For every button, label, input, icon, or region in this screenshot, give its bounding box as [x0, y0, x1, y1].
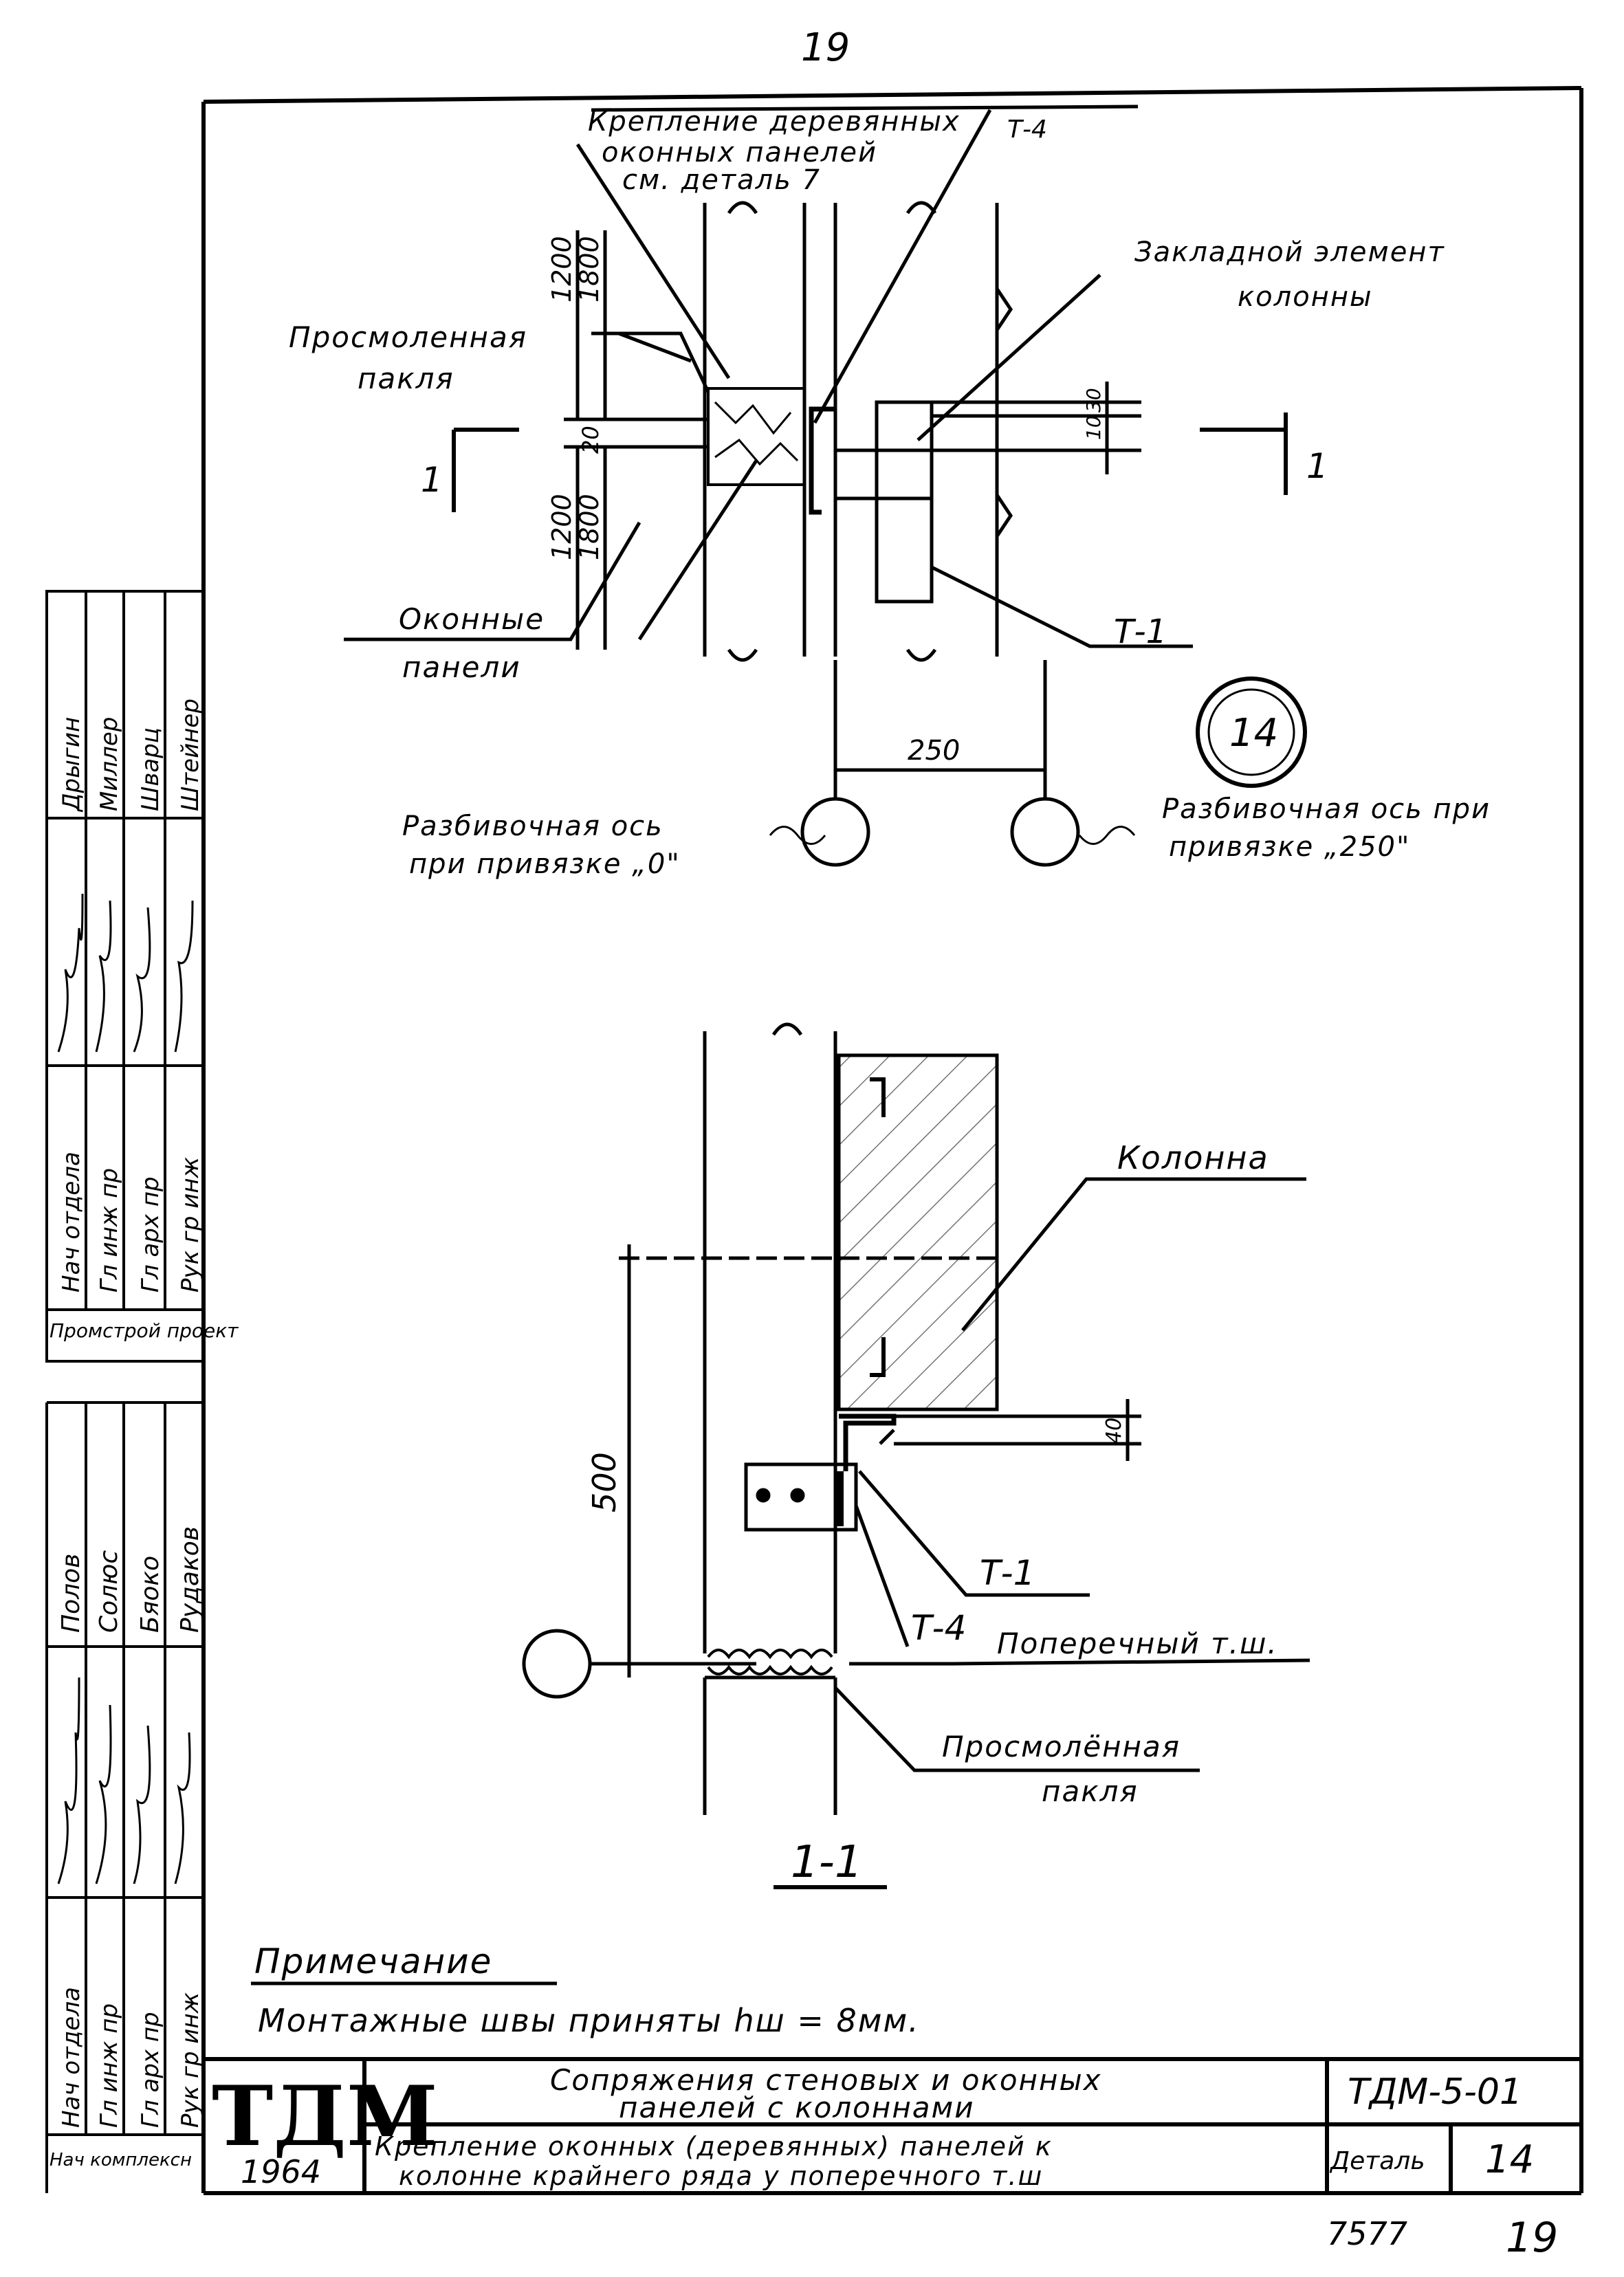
- footer-sheet-code: 7577: [1327, 2215, 1407, 2252]
- section-mark-left: [452, 428, 519, 512]
- callout-wood-fastening: Крепление деревянных: [588, 106, 961, 138]
- svg-text:привязке „250": привязке „250": [1169, 831, 1410, 863]
- break-mark: [906, 648, 937, 662]
- angle-t1: [809, 406, 835, 515]
- break-mark: [995, 494, 1013, 538]
- callout-tow-top: Просмоленная: [289, 320, 527, 354]
- section-mark-right-label: 1: [1306, 446, 1328, 486]
- axis-label-250: Разбивочная ось при: [1162, 793, 1491, 825]
- callout-column: Колонна: [1117, 1139, 1269, 1176]
- dim-40: 40: [1102, 1418, 1126, 1444]
- svg-text:пакля: пакля: [358, 362, 454, 395]
- svg-text:Нач отдела: Нач отдела: [58, 1152, 85, 1292]
- stamp-signatures-top: [57, 893, 194, 1053]
- title-block: [204, 2057, 1581, 2193]
- svg-text:Миллер: Миллер: [96, 717, 123, 811]
- title-detail-no: 14: [1485, 2137, 1534, 2182]
- angle-t1-section: [839, 1414, 897, 1471]
- svg-text:панели: панели: [402, 650, 521, 684]
- svg-text:Гл инж пр: Гл инж пр: [96, 1168, 123, 1292]
- title-code: ТДМ-5-01: [1348, 2071, 1522, 2113]
- note-title: Примечание: [254, 1942, 492, 1981]
- callout-t4-section: Т-4: [911, 1608, 966, 1648]
- svg-text:Рук гр инж: Рук гр инж: [177, 1156, 204, 1292]
- break-mark: [727, 648, 758, 662]
- axis-circle-250: [1010, 797, 1080, 867]
- break-mark: [995, 287, 1013, 331]
- stamp-roles-bottom: Нач отдела Гл инж пр Гл арх пр Рук гр ин…: [58, 1987, 204, 2128]
- svg-text:Нач отдела: Нач отдела: [58, 1987, 85, 2128]
- plate-t4: [744, 1462, 858, 1532]
- svg-text:Гл арх пр: Гл арх пр: [137, 1176, 164, 1292]
- dim-1800-top: 1800: [574, 236, 604, 302]
- embedded-bar: [833, 448, 934, 500]
- section-view: [522, 1022, 1310, 1889]
- stamp-names-bottom: Полов Солюс Бяоко Рудаков: [57, 1526, 204, 1633]
- detail-circle-number: 14: [1229, 711, 1278, 756]
- callout-t4-top: Т-4: [1007, 116, 1047, 144]
- section-title: 1-1: [791, 1837, 863, 1888]
- svg-text:Штейнер: Штейнер: [177, 698, 204, 811]
- svg-text:Рудаков: Рудаков: [176, 1526, 204, 1633]
- dim-10: 10: [1082, 415, 1105, 440]
- svg-text:Гл инж пр: Гл инж пр: [96, 2003, 123, 2128]
- stamp-org: Промстрой проект: [50, 1319, 239, 1342]
- note-text: Монтажные швы приняты hш = 8мм.: [258, 2002, 920, 2039]
- dim-1200-bottom: 1200: [547, 494, 577, 560]
- tow-fill: [714, 401, 799, 466]
- axis-circle-section: [522, 1629, 592, 1699]
- page-number: 19: [801, 25, 850, 70]
- title-detail-label: Деталь: [1329, 2147, 1425, 2175]
- detail-circle: [1196, 676, 1307, 788]
- title-main-1: Сопряжения стеновых и оконных: [550, 2063, 1101, 2097]
- break-mark: [771, 1022, 803, 1036]
- svg-text:см. деталь 7: см. деталь 7: [622, 164, 821, 196]
- svg-text:Бяоко: Бяоко: [136, 1556, 164, 1633]
- top-view: [344, 104, 1307, 867]
- callout-transverse-joint: Поперечный т.ш.: [997, 1627, 1278, 1660]
- embedded-element: [875, 400, 934, 604]
- section-mark-left-label: 1: [421, 460, 443, 500]
- section-mark-right: [1200, 412, 1288, 495]
- stamp-signatures-bottom: [57, 1677, 191, 1884]
- stamp-roles-top: Нач отдела Гл инж пр Гл арх пр Рук гр ин…: [58, 1152, 204, 1292]
- dim-500: 500: [586, 1452, 623, 1512]
- side-stamp: [45, 590, 205, 2193]
- svg-text:колонны: колонны: [1238, 281, 1373, 313]
- svg-text:оконных панелей: оконных панелей: [602, 137, 877, 168]
- callout-t1-section: Т-1: [980, 1553, 1035, 1593]
- dim-1800-bottom: 1800: [574, 494, 604, 560]
- svg-text:Полов: Полов: [57, 1554, 85, 1633]
- title-year: 1964: [241, 2153, 321, 2190]
- svg-text:Шварц: Шварц: [137, 727, 164, 811]
- dim-30: 30: [1082, 388, 1105, 412]
- footer-page: 19: [1506, 2214, 1558, 2262]
- break-mark: [727, 201, 758, 214]
- callout-t1-top: Т-1: [1114, 613, 1167, 651]
- break-mark: [906, 201, 937, 214]
- svg-text:Дрыгин: Дрыгин: [58, 717, 85, 813]
- callout-window-panels: Оконные: [399, 602, 545, 636]
- tow-seal: [707, 1649, 833, 1660]
- svg-text:пакля: пакля: [1042, 1774, 1139, 1808]
- svg-text:Солюс: Солюс: [95, 1550, 123, 1633]
- title-logo: ТДМ: [212, 2068, 438, 2165]
- svg-text:при привязке „0": при привязке „0": [409, 848, 681, 880]
- title-sub-1: Крепление оконных (деревянных) панелей к: [375, 2131, 1053, 2162]
- callout-embedded-element: Закладной элемент: [1134, 236, 1445, 268]
- title-sub-2: колонне крайнего ряда у поперечного т.ш: [399, 2161, 1043, 2191]
- axis-label-0: Разбивочная ось: [402, 811, 663, 842]
- svg-text:Рук гр инж: Рук гр инж: [177, 1992, 204, 2128]
- title-main-2: панелей с колоннами: [619, 2091, 975, 2124]
- stamp-names-top: Дрыгин Миллер Шварц Штейнер: [58, 698, 204, 813]
- dim-250: 250: [908, 735, 960, 767]
- svg-text:Гл арх пр: Гл арх пр: [137, 2012, 164, 2128]
- dim-20: 20: [578, 426, 604, 454]
- axis-circle-0: [800, 797, 870, 867]
- stamp-corner: Нач комплексн: [50, 2150, 192, 2170]
- callout-tow-section: Просмолённая: [942, 1730, 1181, 1763]
- dim-1200-top: 1200: [547, 236, 577, 302]
- tow-joint: [707, 387, 806, 486]
